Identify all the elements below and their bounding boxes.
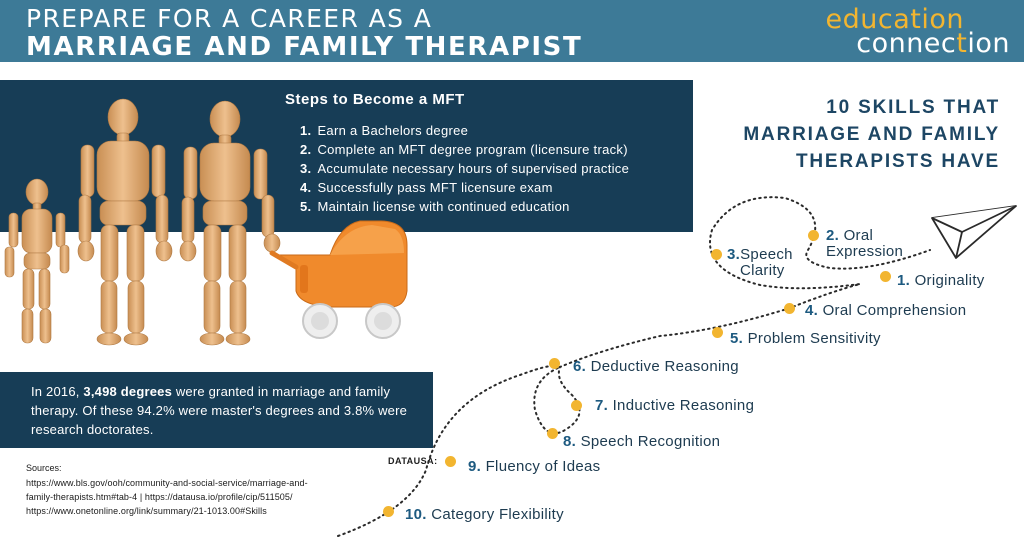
skill-dot: [547, 428, 558, 439]
skill-text: Originality: [914, 272, 985, 289]
skill-originality: 1. Originality: [897, 272, 985, 289]
skill-deductive-reasoning: 6. Deductive Reasoning: [573, 358, 739, 375]
skill-dot: [571, 400, 582, 411]
datausa-logo: DATAUSA:: [388, 456, 438, 466]
dotted-trail: [337, 196, 931, 537]
steps-title: Steps to Become a MFT: [285, 91, 465, 108]
step-number: 1.: [300, 123, 312, 138]
skill-text: Deductive Reasoning: [590, 358, 739, 375]
step-text: Accumulate necessary hours of supervised…: [317, 161, 630, 176]
skill-number: 7.: [595, 397, 609, 414]
skill-problem-sensitivity: 5. Problem Sensitivity: [730, 330, 881, 347]
skill-dot: [549, 358, 560, 369]
skill-oral-expression-line-2: Expression: [826, 243, 903, 260]
skill-speech-clarity: 3.Speech: [727, 246, 793, 263]
skill-oral-expression: 2. Oral: [826, 227, 873, 244]
step-item: 2. Complete an MFT degree program (licens…: [300, 140, 629, 159]
step-text: Successfully pass MFT licensure exam: [317, 180, 553, 195]
skill-text: Category Flexibility: [431, 506, 564, 523]
logo-connection: connection: [856, 28, 1010, 59]
title-line-2: MARRIAGE AND FAMILY THERAPIST: [26, 32, 583, 62]
step-item: 3. Accumulate necessary hours of supervis…: [300, 159, 629, 178]
adult-figure-left: [77, 98, 173, 346]
skill-inductive-reasoning: 7. Inductive Reasoning: [595, 397, 754, 414]
skill-text: Problem Sensitivity: [747, 330, 881, 347]
skills-title-line-2: MARRIAGE AND FAMILY: [743, 124, 1000, 145]
wooden-family-figures: [4, 98, 408, 346]
skill-speech-clarity-line-2: Clarity: [740, 262, 785, 279]
step-number: 2.: [300, 142, 312, 157]
stat-degree-count: 3,498 degrees: [83, 384, 173, 399]
skill-text: Oral: [843, 227, 874, 244]
skill-text: Speech: [740, 246, 793, 263]
stat-text-part-1: In 2016,: [31, 384, 84, 399]
step-text: Complete an MFT degree program (licensur…: [317, 142, 628, 157]
skill-text: Expression: [826, 243, 904, 260]
header-banner: [0, 0, 1024, 62]
toy-stroller: [269, 220, 408, 339]
skill-text: Clarity: [740, 262, 785, 279]
skill-number: 4.: [805, 302, 819, 319]
skill-dot: [880, 271, 891, 282]
adult-figure-right: [179, 100, 281, 346]
skill-number: 3.: [727, 246, 741, 263]
logo-connection-part-a: connec: [856, 28, 957, 59]
skill-text: Speech Recognition: [580, 433, 721, 450]
steps-list: 1. Earn a Bachelors degree 2. Complete an …: [300, 121, 629, 216]
stat-panel: [0, 372, 433, 448]
skill-number: 9.: [468, 458, 482, 475]
step-text: Earn a Bachelors degree: [317, 123, 469, 138]
step-item: 5. Maintain license with continued educat…: [300, 197, 629, 216]
step-number: 4.: [300, 180, 312, 195]
skill-number: 6.: [573, 358, 587, 375]
skill-category-flexibility: 10. Category Flexibility: [405, 506, 564, 523]
source-link-2[interactable]: family-therapists.htm#tab-4 | https://da…: [26, 492, 293, 502]
skills-title-line-1: 10 SKILLS THAT: [826, 97, 1000, 118]
logo-connection-accent: t: [956, 28, 968, 59]
skill-dot: [784, 303, 795, 314]
sources-label: Sources:: [26, 463, 62, 473]
skill-speech-recognition: 8. Speech Recognition: [563, 433, 720, 450]
step-number: 5.: [300, 199, 312, 214]
skill-number: 8.: [563, 433, 577, 450]
skill-text: Fluency of Ideas: [485, 458, 601, 475]
skills-title-line-3: THERAPISTS HAVE: [795, 151, 1000, 172]
step-item: 4. Successfully pass MFT licensure exam: [300, 178, 629, 197]
skill-dot: [711, 249, 722, 260]
skill-dot: [712, 327, 723, 338]
logo-connection-part-c: ion: [967, 28, 1010, 59]
skill-dot: [383, 506, 394, 517]
skill-number: 1.: [897, 272, 911, 289]
skill-text: Inductive Reasoning: [612, 397, 755, 414]
logo-education: education: [825, 4, 964, 35]
skill-fluency-of-ideas: 9. Fluency of Ideas: [468, 458, 600, 475]
skill-number: 5.: [730, 330, 744, 347]
source-link-1[interactable]: https://www.bls.gov/ooh/community-and-so…: [26, 478, 308, 488]
step-item: 1. Earn a Bachelors degree: [300, 121, 629, 140]
paper-plane-icon: [931, 205, 1017, 259]
skills-title: 10 SKILLS THAT MARRIAGE AND FAMILY THERA…: [743, 94, 1000, 175]
title-line-1: PREPARE FOR A CAREER AS A: [26, 4, 433, 33]
stat-text-part-2: were granted in marriage and family ther…: [31, 384, 408, 437]
skill-dot: [808, 230, 819, 241]
skill-oral-comprehension: 4. Oral Comprehension: [805, 302, 966, 319]
skill-dot: [445, 456, 456, 467]
stat-text: In 2016, 3,498 degrees were granted in m…: [31, 382, 411, 439]
skill-number: 2.: [826, 227, 840, 244]
step-text: Maintain license with continued educatio…: [317, 199, 570, 214]
child-figure: [4, 178, 70, 344]
skill-number: 10.: [405, 506, 427, 523]
step-number: 3.: [300, 161, 312, 176]
skill-text: Oral Comprehension: [822, 302, 967, 319]
source-link-3[interactable]: https://www.onetonline.org/link/summary/…: [26, 506, 267, 516]
